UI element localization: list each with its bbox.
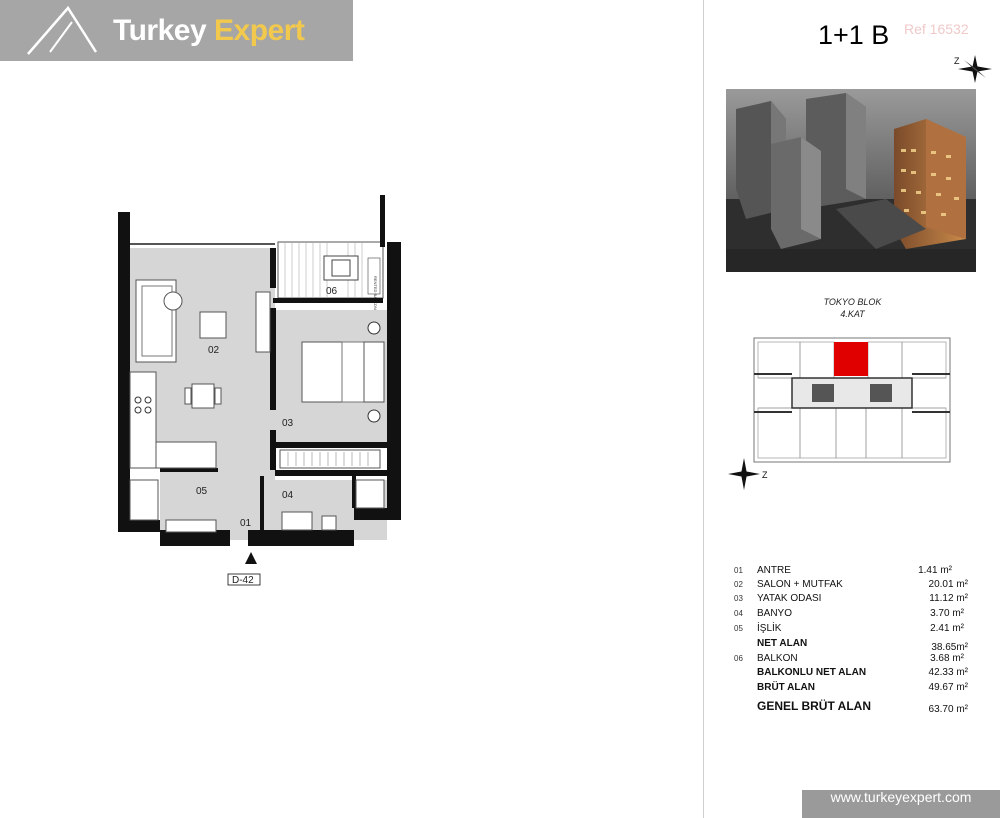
entrance-arrow-icon (245, 552, 257, 564)
area-name: YATAK ODASI (757, 593, 822, 604)
north-arrow-icon: Z (952, 52, 998, 91)
area-value: 3.70 m² (930, 608, 964, 619)
area-name: ANTRE (757, 565, 791, 576)
area-row: 05 İŞLİK 2.41 m² (734, 623, 974, 637)
area-num: 06 (734, 654, 743, 663)
logo-mark-icon (27, 5, 98, 55)
website-link[interactable]: www.turkeyexpert.com (802, 790, 1000, 818)
area-name: GENEL BRÜT ALAN (757, 699, 871, 713)
logo-banner[interactable]: Turkey Expert (0, 0, 353, 61)
logo-text-part2: Expert (214, 14, 305, 47)
room-label: 06 (326, 286, 338, 297)
area-row: NET ALAN 38.65m² (734, 638, 974, 653)
area-row: 02 SALON + MUTFAK 20.01 m² (734, 579, 974, 593)
logo-text-part1: Turkey (113, 14, 207, 47)
room-label: 01 (240, 518, 252, 529)
floor-plan: RENTED BALKON (110, 190, 410, 595)
logo-text: Turkey Expert (113, 14, 305, 48)
compass-letter: Z (954, 56, 960, 66)
floor-keyplan (752, 336, 952, 469)
block-label: TOKYO BLOK (823, 297, 882, 307)
area-num: 02 (734, 580, 743, 589)
area-name: İŞLİK (757, 623, 782, 634)
highlighted-unit (834, 342, 868, 376)
compass-icon: Z (728, 456, 778, 501)
area-name: BRÜT ALAN (757, 682, 815, 693)
room-label: 03 (282, 418, 294, 429)
area-name: BALKONLU NET ALAN (757, 667, 867, 678)
area-name: SALON + MUTFAK (757, 579, 843, 590)
area-value: 38.65m² (931, 642, 968, 653)
area-row: BRÜT ALAN 49.67 m² (734, 682, 974, 696)
area-num: 05 (734, 624, 743, 633)
area-value: 3.68 m² (930, 653, 964, 664)
unit-type-title: 1+1 B (818, 20, 890, 50)
area-row: 04 BANYO 3.70 m² (734, 608, 974, 622)
room-label: 04 (282, 490, 294, 501)
reference-number: Ref 16532 (904, 21, 969, 37)
area-num: 03 (734, 594, 743, 603)
area-name: BALKON (757, 653, 798, 664)
door-code: D-42 (232, 575, 254, 586)
building-render-image (726, 89, 976, 272)
area-value: 42.33 m² (928, 667, 968, 678)
area-name: NET ALAN (757, 638, 808, 649)
room-label: 02 (208, 345, 220, 356)
area-value: 20.01 m² (928, 579, 968, 590)
area-value: 11.12 m² (929, 593, 968, 604)
area-name: BANYO (757, 608, 793, 619)
area-value: 49.67 m² (928, 682, 968, 693)
floor-label: 4.KAT (840, 309, 865, 319)
room-label: 05 (196, 486, 208, 497)
balcony-sign: RENTED BALKON (373, 276, 378, 310)
area-value: 2.41 m² (930, 623, 964, 634)
area-row: 01 ANTRE 1.41 m² (734, 565, 974, 579)
page-divider (703, 0, 704, 818)
area-row: 03 YATAK ODASI 11.12 m² (734, 593, 974, 607)
area-value: 63.70 m² (928, 704, 968, 715)
area-row-total: GENEL BRÜT ALAN 63.70 m² (734, 699, 974, 715)
area-value: 1.41 m² (918, 565, 952, 576)
area-num: 01 (734, 566, 743, 575)
website-text[interactable]: www.turkeyexpert.com (830, 789, 972, 805)
area-row: 06 BALKON 3.68 m² (734, 653, 974, 667)
area-row: BALKONLU NET ALAN 42.33 m² (734, 667, 974, 681)
area-num: 04 (734, 609, 743, 618)
compass-letter: Z (762, 470, 768, 480)
